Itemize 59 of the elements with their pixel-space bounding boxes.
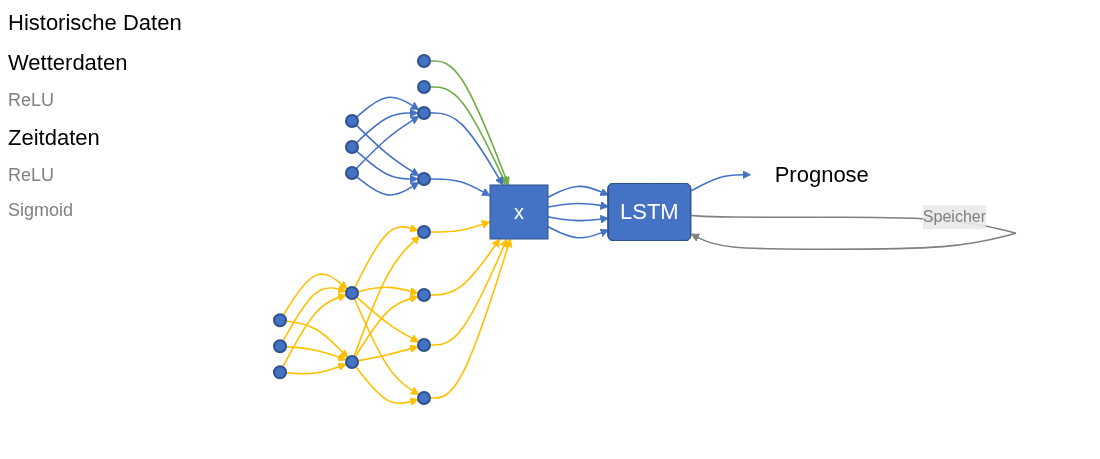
node-circle <box>344 166 359 180</box>
arrow <box>355 124 420 177</box>
arrow <box>547 185 609 199</box>
node-circle <box>344 114 359 128</box>
arrow <box>281 293 347 368</box>
arrow <box>354 365 419 406</box>
network-diagram: x LSTM Prognose Speicher <box>265 47 1025 412</box>
arrow <box>547 225 609 239</box>
node-circle <box>416 391 431 405</box>
node-circle <box>416 54 431 68</box>
arrow <box>429 112 504 186</box>
arrow <box>353 297 420 396</box>
node-circle <box>416 172 431 186</box>
input-label: Historische Daten <box>8 10 182 36</box>
arrow <box>354 294 419 358</box>
node-circle <box>272 365 287 380</box>
arrow <box>429 86 507 186</box>
node-circle <box>344 140 359 154</box>
node-text: Prognose <box>774 162 869 188</box>
arrow <box>285 345 347 362</box>
arrow <box>355 115 420 170</box>
arrow <box>429 60 510 186</box>
arrow <box>356 286 419 296</box>
arrow <box>282 273 348 316</box>
node-circle <box>416 225 431 239</box>
arrow <box>429 238 508 346</box>
arrow <box>285 362 347 375</box>
arrow <box>355 175 420 196</box>
arrow <box>353 224 419 289</box>
node-circle <box>272 339 287 354</box>
layer-label: ReLU <box>8 90 56 111</box>
edge-label: Speicher <box>922 205 986 230</box>
arrow <box>357 344 419 362</box>
arrow <box>429 178 491 197</box>
layer-label: ReLU <box>8 165 56 186</box>
input-label: Zeitdaten <box>8 125 101 151</box>
arrow <box>355 150 419 184</box>
arrow <box>429 220 491 233</box>
node-box <box>489 184 549 240</box>
arrow <box>690 170 751 192</box>
node-circle <box>344 286 359 300</box>
node-circle <box>416 338 431 352</box>
arrow <box>285 320 349 359</box>
arrow <box>355 96 420 118</box>
arrow <box>547 214 609 224</box>
input-label: Wetterdaten <box>8 50 129 76</box>
arrow <box>429 238 513 399</box>
arrow <box>282 285 347 342</box>
node-circle <box>344 355 359 369</box>
node-circle <box>416 80 431 94</box>
node-circle <box>272 313 287 328</box>
arrow <box>547 201 609 210</box>
layer-label: Sigmoid <box>8 200 75 221</box>
arrow <box>355 108 419 144</box>
node-circle <box>416 106 431 120</box>
arrow <box>429 238 501 296</box>
arrow <box>353 235 420 358</box>
arrow <box>355 296 420 343</box>
node-circle <box>416 288 431 302</box>
